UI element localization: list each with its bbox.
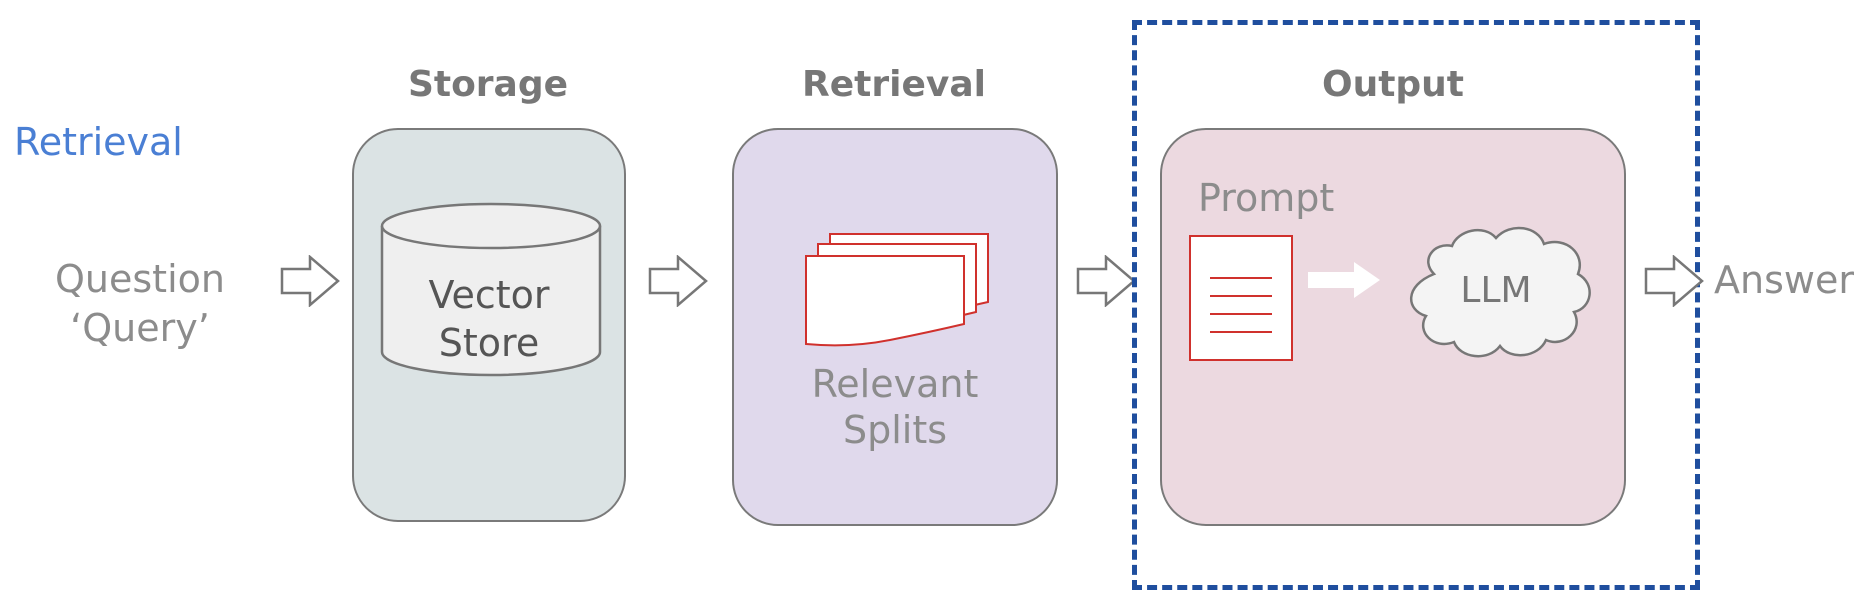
retrieval-box: Relevant Splits bbox=[732, 128, 1058, 526]
storage-title: Storage bbox=[407, 64, 569, 105]
arrow-right-icon bbox=[1644, 255, 1704, 307]
input-line-2: ‘Query’ bbox=[70, 306, 210, 351]
arrow-right-icon bbox=[280, 255, 340, 307]
relevant-splits-line-2: Splits bbox=[842, 407, 948, 452]
relevant-splits-label: Relevant Splits bbox=[734, 362, 1056, 453]
section-label: Retrieval bbox=[14, 120, 183, 164]
storage-box: Vector Store bbox=[352, 128, 626, 522]
arrow-right-icon bbox=[1076, 255, 1136, 307]
retrieval-title: Retrieval bbox=[802, 64, 986, 105]
cloud-icon bbox=[1409, 226, 1591, 358]
vector-store-line-1: Vector bbox=[428, 273, 550, 317]
vector-store-label: Vector Store bbox=[354, 272, 624, 367]
output-title: Output bbox=[1321, 64, 1465, 105]
arrow-right-icon bbox=[648, 255, 708, 307]
output-highlight-frame bbox=[1132, 20, 1700, 590]
arrow-right-icon bbox=[1308, 262, 1380, 298]
input-question: Question ‘Query’ bbox=[30, 255, 250, 354]
document-stack-icon bbox=[805, 233, 989, 347]
database-cylinder-icon bbox=[380, 202, 602, 377]
prompt-label: Prompt bbox=[1198, 176, 1335, 220]
input-line-1: Question bbox=[55, 257, 225, 301]
document-icon bbox=[1189, 235, 1293, 361]
vector-store-line-2: Store bbox=[438, 320, 540, 365]
relevant-splits-line-1: Relevant bbox=[811, 362, 979, 406]
output-box: Prompt LLM bbox=[1160, 128, 1626, 526]
answer-label: Answer bbox=[1714, 258, 1854, 302]
llm-label: LLM bbox=[1460, 270, 1532, 311]
